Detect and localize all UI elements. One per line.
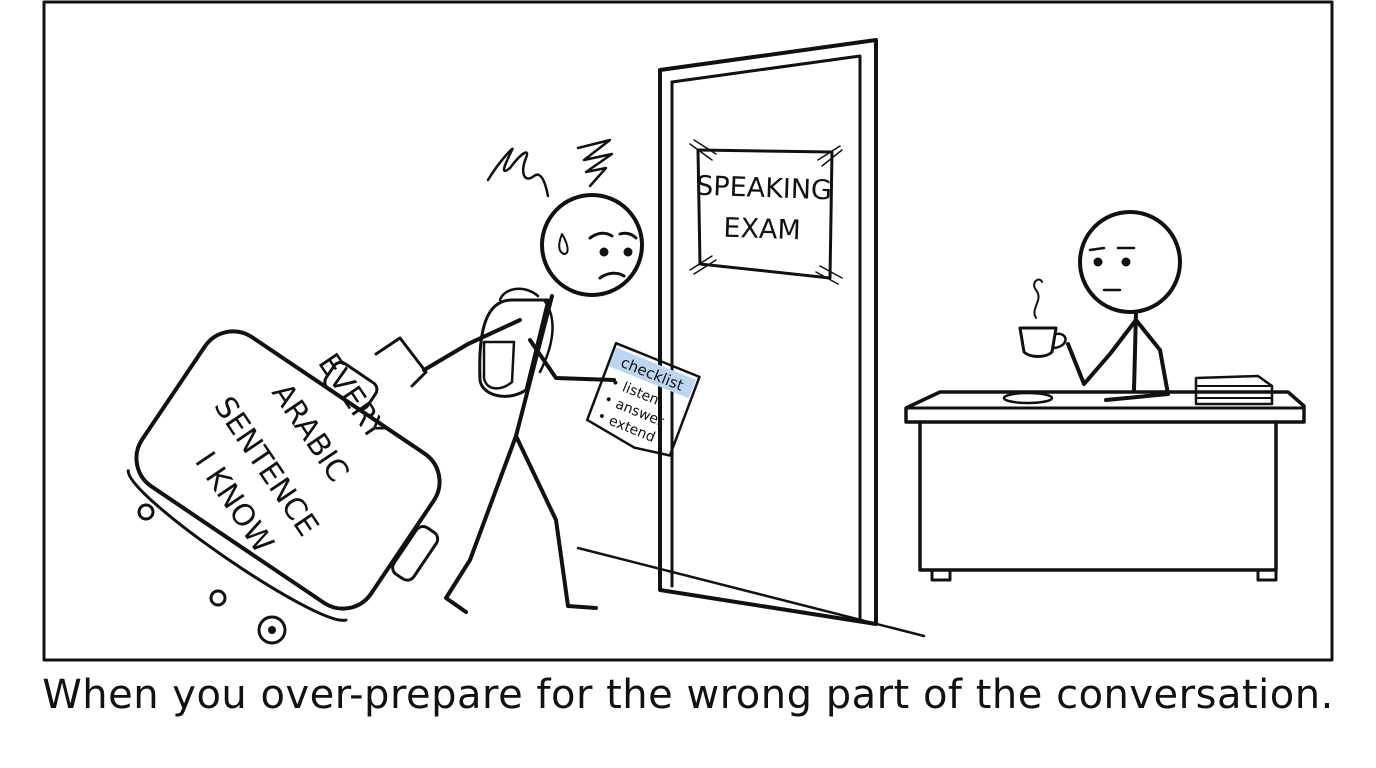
- comic-caption: When you over-prepare for the wrong part…: [42, 672, 1334, 718]
- coffee-cup-icon: [1018, 278, 1067, 358]
- stress-squiggle-icon: [486, 138, 614, 198]
- examiner: [1018, 210, 1182, 402]
- exam-door: [658, 38, 878, 626]
- suitcase: EVERY ARABIC SENTENCE I KNOW: [126, 329, 442, 645]
- sign-line-2: EXAM: [723, 213, 801, 247]
- speaking-exam-sign: SPEAKING EXAM: [689, 139, 843, 285]
- panel-frame: [42, 0, 1334, 662]
- checklist-paper: checklist • listen • answer • extend: [585, 341, 701, 457]
- sign-line-1: SPEAKING: [696, 171, 833, 207]
- examiner-desk: [904, 374, 1306, 582]
- nervous-student: [422, 193, 644, 614]
